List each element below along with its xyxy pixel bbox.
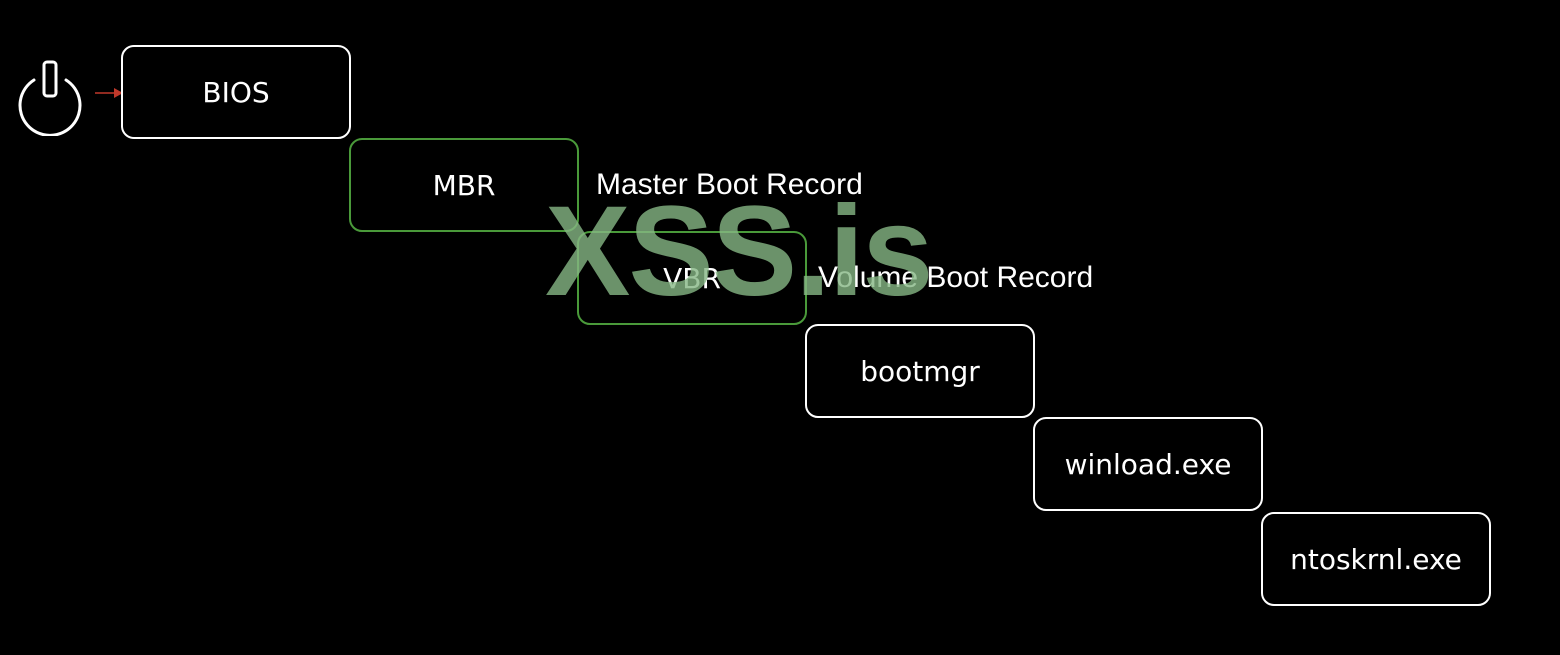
bootmgr-label: bootmgr <box>860 354 980 388</box>
mbr-box: MBR <box>349 138 579 232</box>
winload-label: winload.exe <box>1064 447 1232 481</box>
vbr-caption: Volume Boot Record <box>818 261 1094 294</box>
ntoskrnl-box: ntoskrnl.exe <box>1261 512 1491 606</box>
vbr-box: VBR <box>577 231 807 325</box>
ntoskrnl-label: ntoskrnl.exe <box>1290 542 1462 576</box>
winload-box: winload.exe <box>1033 417 1263 511</box>
vbr-label: VBR <box>663 261 721 295</box>
bios-box: BIOS <box>121 45 351 139</box>
mbr-label: MBR <box>432 168 496 202</box>
mbr-caption: Master Boot Record <box>596 168 863 201</box>
arrow-right-icon <box>95 88 123 98</box>
bios-label: BIOS <box>202 75 270 109</box>
power-icon <box>18 60 82 136</box>
bootmgr-box: bootmgr <box>805 324 1035 418</box>
